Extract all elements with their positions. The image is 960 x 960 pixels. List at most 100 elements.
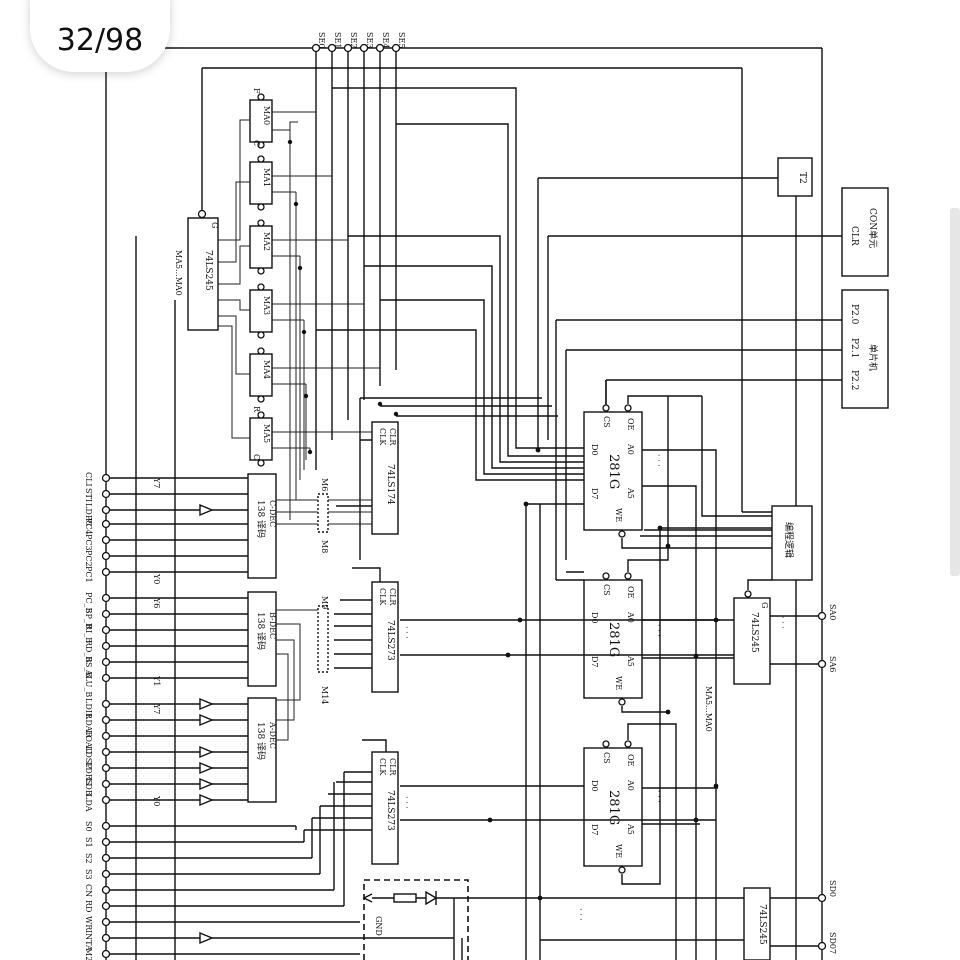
- latch-ma3: MA3: [249, 283, 273, 339]
- chip-reg-174: 74LS174 CLK CLR: [336, 398, 399, 560]
- rom-chip-1: 281G D0 D7 CS OE A0 A5 WE: [583, 404, 643, 538]
- svg-text:P2.0: P2.0: [849, 304, 859, 325]
- svg-text:RD: RD: [84, 900, 93, 912]
- svg-text:CN: CN: [84, 884, 93, 897]
- chip-control-logic-label: 编程逻辑: [783, 522, 795, 558]
- svg-text:CON单元: CON单元: [867, 208, 879, 248]
- svg-text:74LS174: 74LS174: [385, 464, 395, 505]
- svg-text:WR: WR: [84, 916, 93, 931]
- se-inputs: SE0 SE1 SE2 SE3 SE4 SE5: [311, 32, 406, 470]
- latch-ma4: MA4: [249, 347, 273, 403]
- svg-text:LDIR: LDIR: [84, 698, 93, 720]
- svg-text:Y0: Y0: [152, 573, 161, 584]
- svg-text:PC2: PC2: [84, 550, 93, 567]
- svg-text:A0: A0: [626, 443, 635, 455]
- svg-text:SD0: SD0: [828, 880, 837, 897]
- svg-text:M6: M6: [320, 478, 329, 491]
- label-se4: SE4: [381, 32, 390, 48]
- svg-text:LDRS: LDRS: [84, 762, 93, 785]
- bottom-wiring: · · · · · · · · · · · · · · · · · · · · …: [402, 454, 787, 960]
- page-indicator: 32/98: [30, 0, 170, 72]
- chip-buffer-top-sub: MA5...MA0: [174, 250, 183, 296]
- svg-text:CLK: CLK: [378, 588, 387, 606]
- svg-text:CS: CS: [602, 752, 611, 764]
- svg-text:D0: D0: [590, 612, 599, 624]
- page-indicator-text: 32/98: [56, 22, 144, 58]
- chip-control-logic: 编程逻辑: [701, 396, 813, 581]
- svg-text:D7: D7: [590, 488, 599, 500]
- svg-text:CLI: CLI: [84, 472, 93, 487]
- svg-text:ALU_B: ALU_B: [84, 669, 93, 697]
- vertical-scrollbar[interactable]: [950, 208, 960, 576]
- svg-text:M8: M8: [320, 540, 329, 553]
- svg-text:138 译码: 138 译码: [255, 612, 266, 650]
- svg-text:S1: S1: [84, 837, 93, 848]
- svg-text:Y6: Y6: [152, 597, 161, 608]
- svg-text:B-DEC: B-DEC: [268, 612, 277, 639]
- svg-text:74LS273: 74LS273: [385, 790, 395, 831]
- svg-text:LDA: LDA: [84, 794, 93, 812]
- svg-text:S2: S2: [84, 853, 93, 864]
- svg-text:Y7: Y7: [152, 703, 161, 714]
- svg-text:OE: OE: [626, 754, 635, 767]
- rom-chip-2: 281G D0 D7 CS OE A0 A5 WE: [583, 572, 643, 706]
- svg-text:D7: D7: [590, 824, 599, 836]
- latch-ma2: MA2: [249, 219, 273, 275]
- svg-text:CLK: CLK: [378, 428, 387, 446]
- bus-dots-1: · · ·: [576, 908, 585, 921]
- svg-text:281G: 281G: [606, 454, 621, 489]
- svg-text:MA0: MA0: [262, 106, 271, 125]
- latch-ma5: MA5 R C: [249, 406, 273, 467]
- svg-text:LDB: LDB: [84, 778, 93, 796]
- chip-buffer-top: 74LS245 MA5...MA0 G: [174, 209, 219, 331]
- chip-reg-273-b: 74LS273 CLK CLR: [304, 739, 399, 865]
- svg-text:LDSP: LDSP: [84, 746, 93, 769]
- svg-text:CLR: CLR: [388, 758, 397, 776]
- svg-text:OE: OE: [626, 418, 635, 431]
- bus-dots-3: · · ·: [402, 626, 411, 639]
- gnd-region: GND: [362, 879, 526, 960]
- label-se3: SE3: [365, 32, 374, 48]
- chip-t2: T2: [777, 157, 813, 197]
- svg-text:GND: GND: [374, 916, 383, 936]
- svg-text:A-DEC: A-DEC: [268, 721, 277, 749]
- svg-text:A5: A5: [626, 823, 635, 835]
- label-se2: SE2: [349, 32, 358, 48]
- svg-text:CLR: CLR: [388, 428, 397, 446]
- svg-text:CS: CS: [602, 416, 611, 428]
- svg-text:PC4: PC4: [84, 518, 93, 535]
- decoder-b: 138 译码 B-DEC: [247, 591, 277, 687]
- svg-text:Y7: Y7: [152, 477, 161, 488]
- svg-text:A5: A5: [626, 487, 635, 499]
- svg-text:F: F: [252, 88, 261, 94]
- bus-dots-6: · · ·: [654, 454, 663, 467]
- svg-text:PC_B: PC_B: [84, 592, 93, 614]
- svg-text:RI_B: RI_B: [84, 624, 93, 643]
- latch-ma0: MA0 F C: [249, 88, 273, 149]
- rom-chip-3: 281G D0 D7 CS OE A0 A5 WE: [583, 740, 643, 874]
- svg-text:SD07: SD07: [828, 932, 837, 954]
- svg-text:M23: M23: [84, 948, 93, 960]
- svg-text:CLK: CLK: [378, 758, 387, 776]
- svg-text:MA3: MA3: [262, 296, 271, 315]
- svg-text:D0: D0: [590, 780, 599, 792]
- svg-text:138 译码: 138 译码: [255, 500, 266, 538]
- gate-g-top: G: [210, 222, 219, 228]
- svg-text:WE: WE: [614, 844, 623, 858]
- svg-text:C-DEC: C-DEC: [268, 500, 277, 527]
- svg-text:PC1: PC1: [84, 566, 93, 583]
- chip-buffer-sd: 74LS245 SD0 SD07 MA5...MA0: [704, 686, 837, 960]
- svg-text:D0: D0: [590, 444, 599, 456]
- decoder-c: 138 译码 C-DEC: [247, 473, 277, 579]
- chip-buffer-top-label: 74LS245: [203, 250, 213, 291]
- label-se1: SE1: [333, 32, 342, 48]
- svg-text:P2.1: P2.1: [849, 338, 859, 358]
- ma-latches: MA0 F C MA1 MA2 MA3: [218, 88, 396, 520]
- svg-text:281G: 281G: [606, 622, 621, 657]
- svg-text:LDAR: LDAR: [84, 714, 93, 739]
- left-signals: CLI STI LDPC PC4 PC3 PC2 PC1 PC_B SP_B R…: [84, 472, 454, 960]
- bus-dots-5: · · ·: [654, 790, 663, 803]
- chip-reg-273-a: 74LS273 CLK CLR: [334, 567, 399, 693]
- svg-text:A0: A0: [626, 779, 635, 791]
- svg-text:C: C: [252, 140, 261, 146]
